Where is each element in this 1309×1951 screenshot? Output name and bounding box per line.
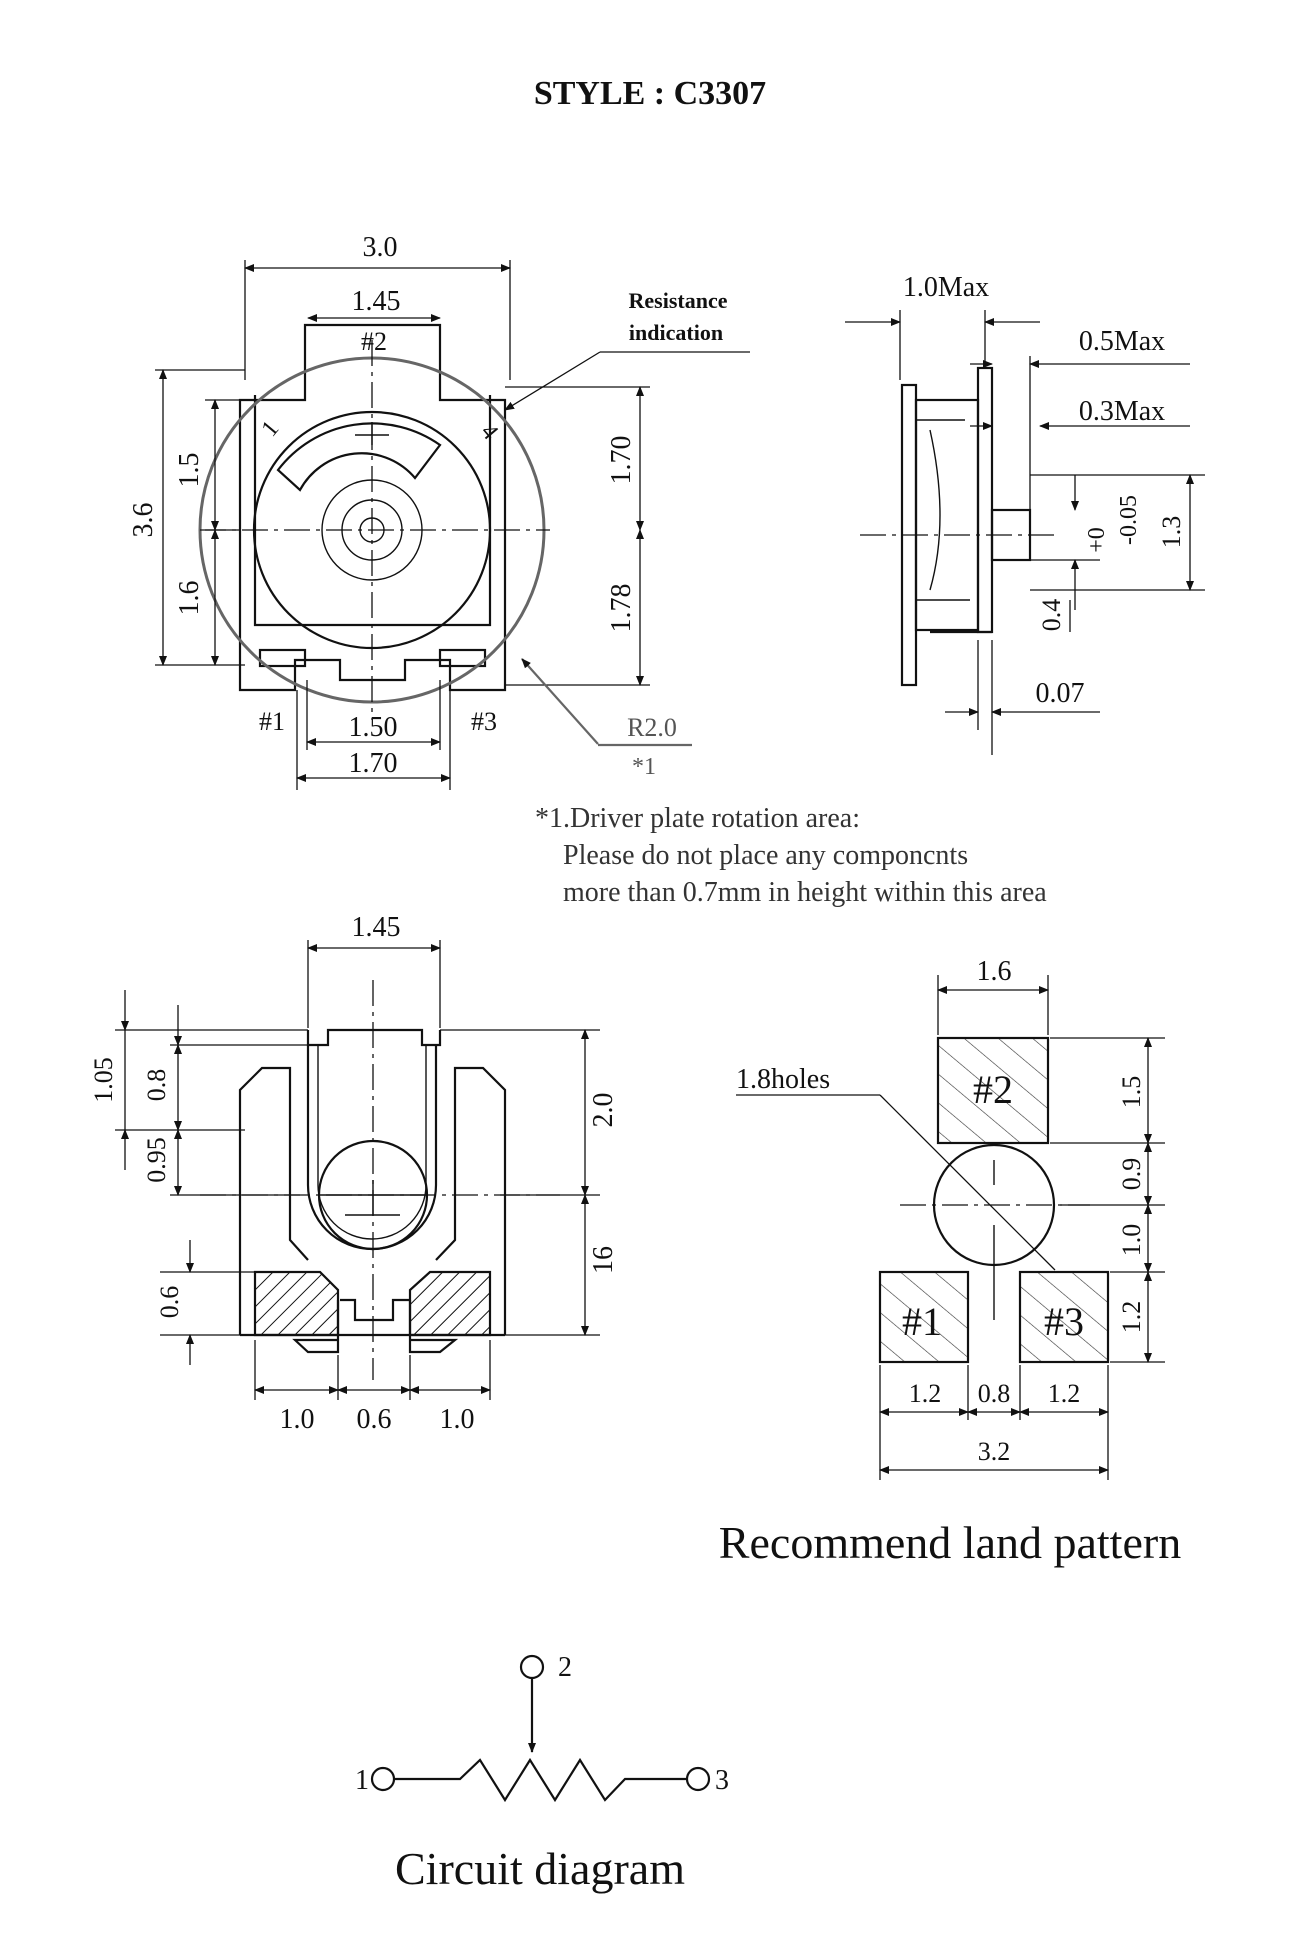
label-pin2: #2: [361, 327, 387, 356]
note-line3: more than 0.7mm in height within this ar…: [563, 877, 1047, 908]
side-dim-height: 1.3: [1157, 516, 1186, 549]
resistance-label-line2: indication: [629, 320, 723, 345]
side-tol-plus: +0: [1084, 527, 1110, 553]
dim-upper: 1.5: [174, 453, 205, 488]
mark-1: 1: [257, 416, 285, 442]
note-line1: *1.Driver plate rotation area:: [535, 803, 860, 834]
hole-label: 1.8holes: [736, 1064, 830, 1095]
land-dim-b2: 0.8: [978, 1379, 1011, 1408]
dim-width: 3.0: [363, 232, 398, 263]
circuit-pin3: 3: [715, 1765, 729, 1796]
land-dim-b3: 1.2: [1048, 1379, 1081, 1408]
side-dim-a: 0.5Max: [1079, 326, 1165, 357]
bottom-dim-a: 1.05: [89, 1057, 118, 1103]
dim-outer-gap: 1.70: [349, 748, 398, 779]
note-line2: Please do not place any componcnts: [563, 840, 968, 871]
dim-lower: 1.6: [174, 581, 205, 616]
side-dim-b: 0.3Max: [1079, 396, 1165, 427]
bottom-dim-b: 0.8: [142, 1069, 171, 1102]
land-dim-total: 3.2: [978, 1437, 1011, 1466]
land-dim-b1: 1.2: [909, 1379, 942, 1408]
side-tol-minus: -0.05: [1116, 495, 1142, 545]
bottom-dim-right-b: 16: [588, 1246, 619, 1274]
dim-right-upper: 1.70: [606, 436, 637, 485]
circuit-diagram: 1 2 3 Circuit diagram: [355, 1652, 729, 1894]
bottom-dim-w2: 0.6: [357, 1404, 392, 1435]
radius-label: R2.0: [627, 713, 677, 742]
bottom-dim-right-a: 2.0: [588, 1093, 619, 1128]
bottom-dim-c: 0.95: [142, 1137, 171, 1183]
bottom-dim-top: 1.45: [352, 912, 401, 943]
pad-1: #1: [902, 1299, 942, 1344]
circuit-caption: Circuit diagram: [395, 1843, 685, 1894]
land-dim-pad-w: 1.6: [977, 956, 1012, 987]
dim-terminal2: 1.45: [352, 286, 401, 317]
resistance-label-line1: Resistance: [629, 288, 728, 313]
land-pattern: #2 #1 #3 1.8holes 1.6 1.5 0.9 1.0 1.2 1: [719, 956, 1181, 1568]
note-ref: *1: [632, 754, 656, 780]
rotation-note: *1.Driver plate rotation area: Please do…: [535, 803, 1047, 908]
side-dim-low: 0.4: [1037, 599, 1066, 632]
label-pin3: #3: [471, 707, 497, 736]
pad-3: #3: [1044, 1299, 1084, 1344]
dim-right-lower: 1.78: [606, 584, 637, 633]
bottom-view: 1.45 1.05 0.8 0.95 0.6 2.0 16: [89, 912, 619, 1435]
side-dim-step: 0.07: [1036, 678, 1085, 709]
dim-inner-gap: 1.50: [349, 712, 398, 743]
land-dim-r3: 1.0: [1117, 1224, 1146, 1257]
circuit-pin1: 1: [355, 1765, 369, 1796]
land-dim-r1: 1.5: [1117, 1076, 1146, 1109]
land-caption: Recommend land pattern: [719, 1517, 1181, 1568]
front-view: 3.0 1.45 #2 Resistance indication 1 4 3.…: [128, 232, 750, 790]
page-title: STYLE : C3307: [534, 75, 766, 112]
bottom-dim-w1: 1.0: [280, 1404, 315, 1435]
pad-2: #2: [973, 1067, 1013, 1112]
land-dim-r4: 1.2: [1117, 1301, 1146, 1334]
side-dim-thickness: 1.0Max: [903, 272, 989, 303]
bottom-dim-w3: 1.0: [440, 1404, 475, 1435]
label-pin1: #1: [259, 707, 285, 736]
side-view: 1.0Max 0.5Max 0.3Max +0 -0.05 1.3 0.4 0.…: [845, 272, 1205, 755]
dim-height: 3.6: [128, 503, 159, 538]
land-dim-r2: 0.9: [1117, 1158, 1146, 1191]
bottom-dim-d: 0.6: [155, 1286, 184, 1319]
circuit-pin2: 2: [558, 1652, 572, 1683]
